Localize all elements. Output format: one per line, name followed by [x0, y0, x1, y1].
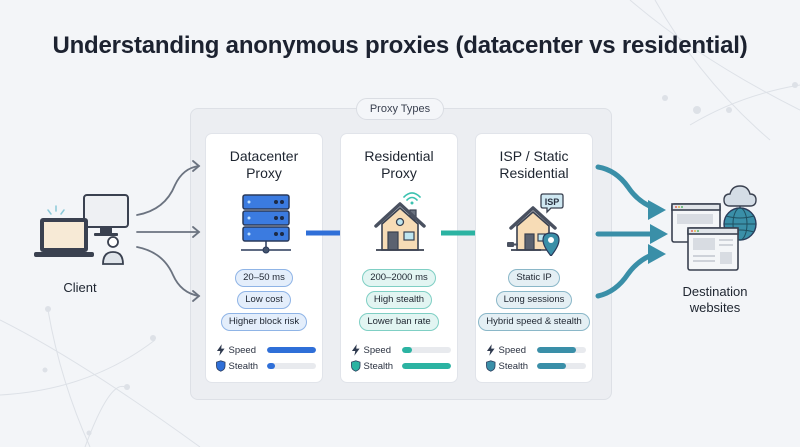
speed-bar [266, 347, 317, 353]
proxy-types-label: Proxy Types [356, 98, 444, 120]
card-title-line1: Datacenter [229, 148, 299, 164]
card-title-line2: Proxy [246, 165, 282, 181]
speed-meter: Speed [216, 343, 317, 357]
speed-bar [536, 347, 587, 353]
speed-meter: Speed [486, 343, 587, 357]
client-label: Client [63, 280, 97, 295]
tag-cost: Low cost [237, 291, 291, 309]
speed-bar [401, 347, 452, 353]
stealth-label: Stealth [228, 360, 259, 372]
house-wifi-icon [374, 192, 426, 251]
tag-stealth: High stealth [365, 291, 433, 309]
tag-latency: 200–2000 ms [362, 269, 436, 287]
lightning-icon [486, 344, 495, 356]
card-title: Residential Proxy [341, 148, 457, 182]
client-to-proxies-arrows [136, 160, 201, 302]
server-rack-icon [241, 194, 291, 254]
stealth-label: Stealth [363, 360, 394, 372]
client-icon [34, 194, 129, 265]
tag-latency: 20–50 ms [235, 269, 293, 287]
speed-bar-fill [536, 347, 577, 353]
tag-hybrid: Hybrid speed & stealth [478, 313, 590, 331]
stealth-bar [401, 363, 452, 369]
shield-icon [216, 360, 226, 372]
destination-label: Destination websites [660, 284, 770, 316]
stealth-label: Stealth [498, 360, 529, 372]
card-title: ISP / Static Residential [476, 148, 592, 182]
tag-sessions: Long sessions [495, 291, 573, 309]
shield-icon [486, 360, 496, 372]
stealth-meter: Stealth [351, 359, 452, 373]
card-datacenter-proxy: Datacenter Proxy 20–50 ms Low cost Highe… [205, 133, 323, 383]
isp-badge: ISP [545, 197, 560, 207]
house-isp-location-icon: ISP [507, 193, 564, 256]
card-residential-proxy: Residential Proxy 200–2000 ms High steal… [340, 133, 458, 383]
tag-risk: Higher block risk [220, 313, 308, 331]
card-title-line1: ISP / Static [499, 148, 569, 164]
card-isp-static-residential: ISP / Static Residential ISP Static IP L… [475, 133, 593, 383]
card-title-line2: Proxy [381, 165, 417, 181]
destination-websites-icon [671, 185, 757, 271]
stealth-bar-fill [536, 363, 567, 369]
stealth-bar [536, 363, 587, 369]
speed-meter: Speed [351, 343, 452, 357]
card-title: Datacenter Proxy [206, 148, 322, 182]
stealth-bar [266, 363, 317, 369]
destination-label-line2: websites [689, 300, 741, 315]
speed-label: Speed [228, 344, 256, 356]
proxies-to-destination-arrows [595, 164, 668, 299]
tag-list: Static IP Long sessions Hybrid speed & s… [476, 269, 592, 331]
tag-list: 20–50 ms Low cost Higher block risk [206, 269, 322, 331]
lightning-icon [216, 344, 225, 356]
card-title-line2: Residential [499, 165, 569, 181]
stealth-meter: Stealth [216, 359, 317, 373]
stealth-meter: Stealth [486, 359, 587, 373]
tag-static-ip: Static IP [508, 269, 560, 287]
shield-icon [351, 360, 361, 372]
lightning-icon [351, 344, 360, 356]
tag-ban-rate: Lower ban rate [359, 313, 439, 331]
stealth-bar-fill [266, 363, 276, 369]
speed-bar-fill [266, 347, 317, 353]
speed-label: Speed [498, 344, 526, 356]
speed-label: Speed [363, 344, 391, 356]
speed-bar-fill [401, 347, 413, 353]
tag-list: 200–2000 ms High stealth Lower ban rate [341, 269, 457, 331]
destination-label-line1: Destination [682, 284, 748, 299]
stealth-bar-fill [401, 363, 452, 369]
card-title-line1: Residential [364, 148, 434, 164]
page-title: Understanding anonymous proxies (datacen… [52, 32, 748, 59]
